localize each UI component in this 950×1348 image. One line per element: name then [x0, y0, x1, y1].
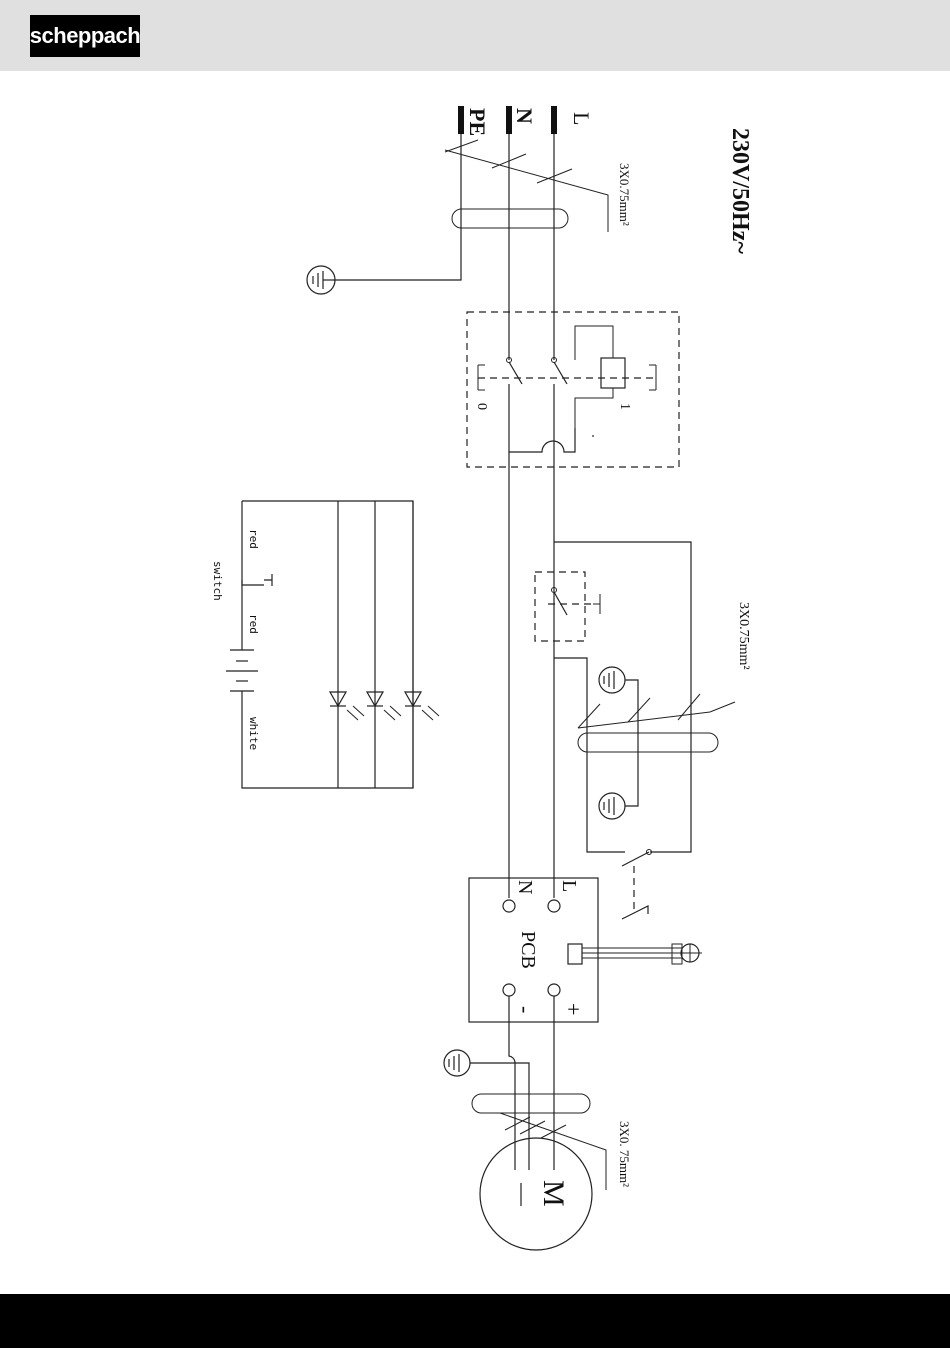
- terminal-n-label: N: [512, 108, 537, 124]
- led-panel: red switch red white: [211, 501, 439, 788]
- pcb-label: PCB: [517, 931, 539, 969]
- wire-white-label: white: [247, 717, 260, 750]
- pcb-minus-label: -: [513, 1006, 538, 1013]
- wire-red-label: red: [247, 529, 260, 549]
- aux-switch-box: [535, 572, 600, 641]
- led-switch-label: switch: [211, 561, 224, 601]
- mains-terminals: PE N L: [458, 106, 594, 136]
- mains-cable-label: 3X0.75mm²: [617, 163, 632, 226]
- ground-icon: [307, 266, 335, 294]
- pcb-plus-label: +: [561, 1003, 586, 1015]
- main-switch-box: 0 1: [467, 312, 679, 467]
- wire-red-label-2: red: [247, 614, 260, 634]
- mains-wires: [335, 134, 608, 360]
- pull-switch: [622, 850, 652, 920]
- terminal-l-label: L: [569, 112, 594, 125]
- footer-bar: [0, 1294, 950, 1348]
- led-icon: [330, 692, 364, 720]
- motor-icon: M: [480, 1138, 592, 1250]
- led-icon: [367, 692, 401, 720]
- sensor-icon: [672, 944, 702, 964]
- pcb-l-label: L: [558, 880, 580, 892]
- voltage-label: 230V/50Hz~: [727, 128, 753, 254]
- motor-m-label: M: [537, 1180, 570, 1207]
- terminal-pe-label: PE: [465, 108, 490, 136]
- led-cable: [578, 667, 735, 819]
- pcb-n-label: N: [514, 880, 536, 894]
- motor-cable-label: 3X0. 75mm²: [617, 1121, 632, 1187]
- led-icon: [405, 692, 439, 720]
- switch-on-label: 1: [617, 403, 632, 410]
- led-cable-label: 3X0.75mm²: [736, 602, 751, 670]
- pcb-board: N L PCB - +: [469, 878, 676, 1022]
- switch-off-label: 0: [474, 403, 489, 410]
